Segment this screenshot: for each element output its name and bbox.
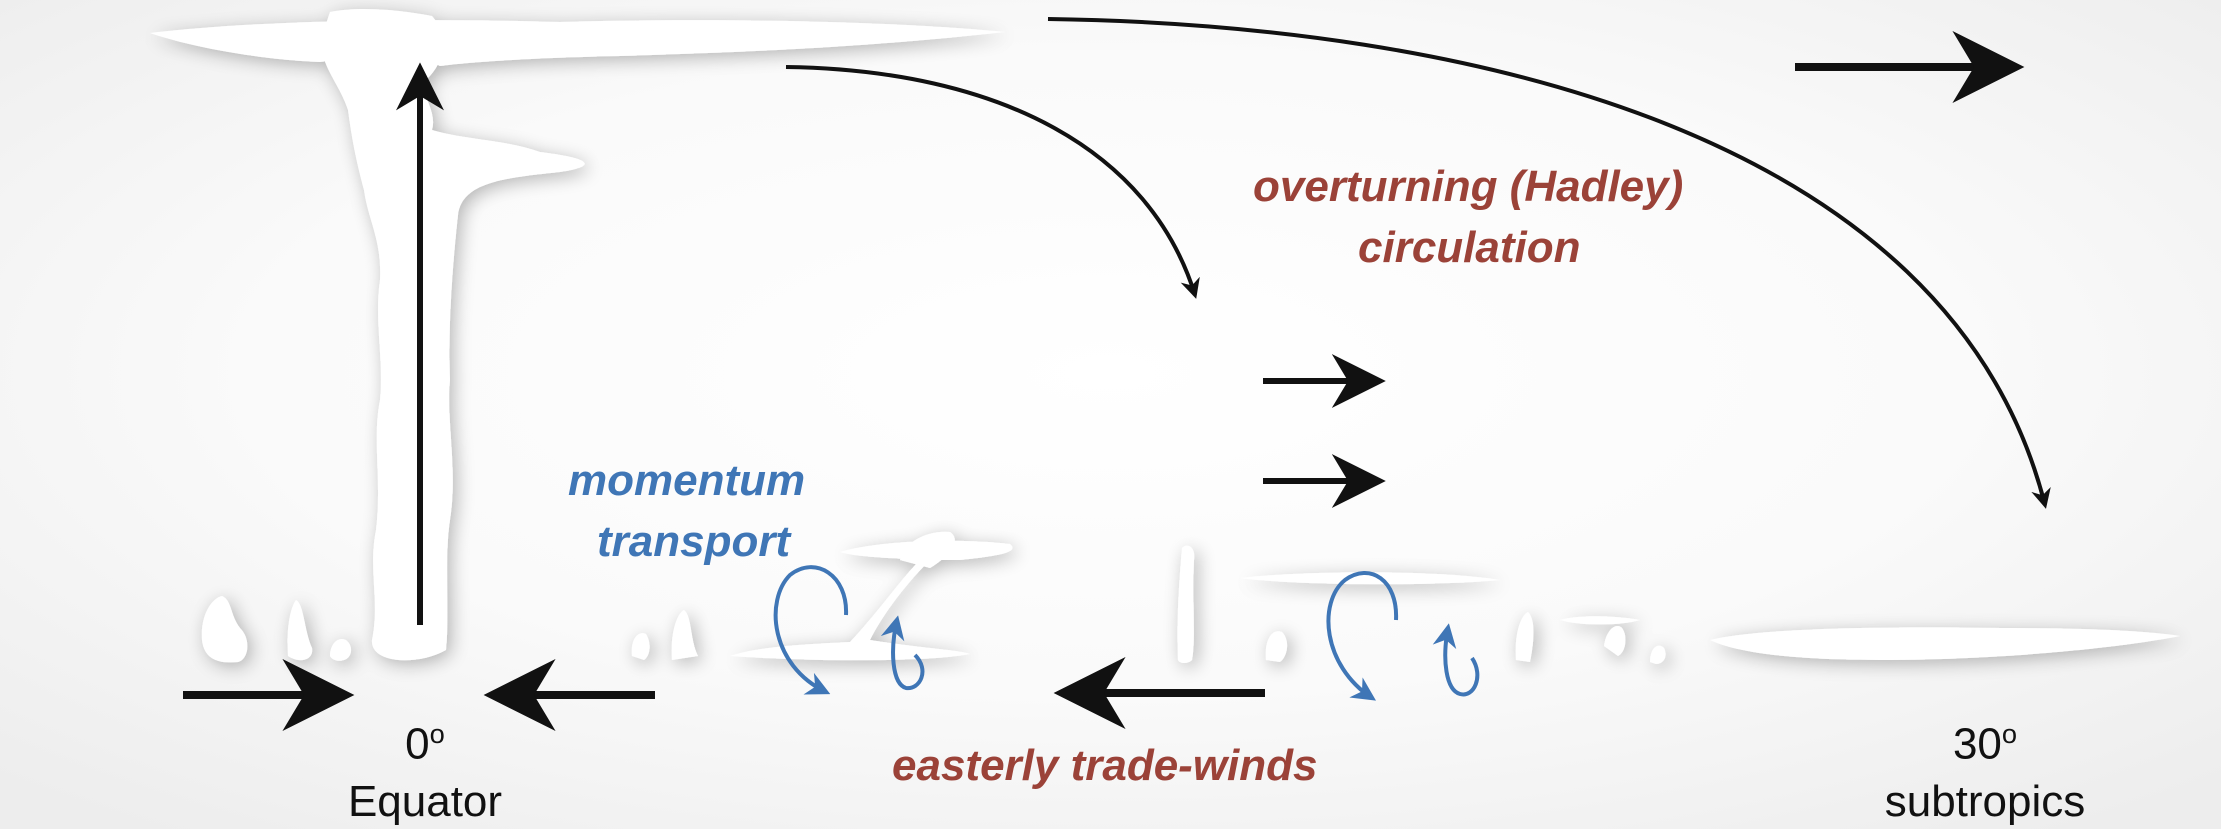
stratus-deck-1 (1240, 572, 1500, 585)
small-tower-9 (1650, 645, 1666, 664)
equator-degree-value: 0 (405, 719, 430, 769)
small-tower-3 (330, 638, 352, 661)
small-tower-1 (201, 596, 248, 663)
equator-degree-symbol: o (429, 718, 445, 749)
subtropics-label: subtropics (1884, 777, 2086, 826)
subtropics-degree-symbol: o (2001, 718, 2018, 749)
subtropics-degree-label: 30o (1953, 718, 2017, 770)
thin-tower (1177, 545, 1195, 663)
small-tower-2 (287, 600, 313, 661)
momentum-eddies (773, 565, 1480, 701)
hadley-flow (183, 17, 2051, 731)
small-tower-6 (1265, 631, 1288, 662)
small-tower-8 (1604, 626, 1626, 656)
convective-tower (322, 9, 585, 661)
small-tower-4 (631, 633, 650, 660)
outer-descent-arrow (1047, 17, 2051, 509)
eddy-arrow-1 (773, 565, 849, 695)
eddy-arrow-3 (1326, 571, 1399, 701)
inner-descent-arrow (785, 65, 1200, 299)
momentum-label-line1: momentum (568, 456, 806, 505)
subtropics-degree-value: 30 (1952, 719, 2002, 769)
eddy-arrow-4 (1432, 623, 1480, 697)
hadley-label-line1: overturning (Hadley) (1253, 162, 1684, 211)
shallow-cumulus-layer (1710, 627, 2180, 660)
small-tower-5 (671, 610, 698, 660)
stratus-deck-2 (1560, 616, 1640, 625)
equator-degree-label: 0o (405, 718, 445, 770)
trade-winds-label: easterly trade-winds (892, 741, 1318, 790)
eddy-arrow-2 (880, 615, 925, 691)
tilted-cloud (730, 540, 1013, 661)
tilted-cloud-top (900, 531, 955, 568)
small-tower-7 (1515, 612, 1534, 662)
equator-label: Equator (347, 777, 503, 826)
hadley-label-line2: circulation (1358, 223, 1581, 272)
clouds (150, 9, 2180, 664)
momentum-label-line2: transport (597, 517, 791, 566)
